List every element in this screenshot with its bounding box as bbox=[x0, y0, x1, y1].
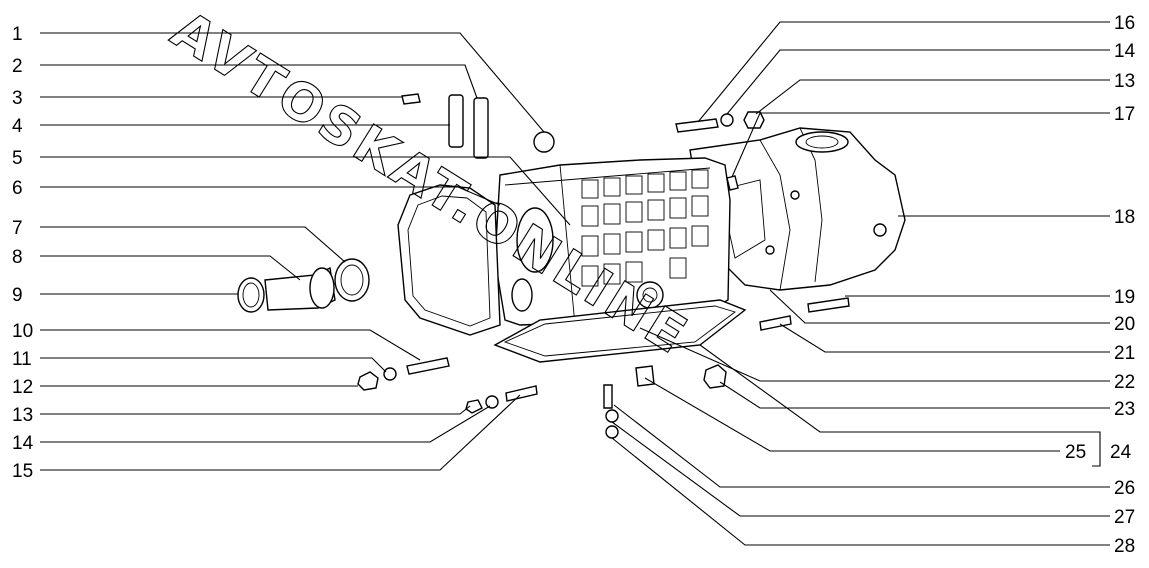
leader-lines bbox=[40, 21, 1110, 546]
callout-label: 4 bbox=[12, 116, 23, 137]
callout-label: 8 bbox=[12, 247, 23, 268]
callout-label: 2 bbox=[12, 56, 23, 77]
bearing-retainer-assembly bbox=[237, 258, 370, 313]
callout-label: 14 bbox=[1114, 41, 1136, 62]
callout-label: 26 bbox=[1114, 478, 1135, 499]
left-callouts: 1 2 3 4 5 6 7 8 9 10 11 12 13 14 15 bbox=[12, 24, 34, 482]
callout-label: 13 bbox=[1114, 71, 1135, 92]
callout-label: 7 bbox=[12, 218, 23, 239]
callout-label: 3 bbox=[12, 88, 23, 109]
callout-label: 15 bbox=[12, 461, 33, 482]
callout-label: 23 bbox=[1114, 399, 1135, 420]
callout-label: 11 bbox=[12, 349, 32, 370]
callout-label: 21 bbox=[1114, 343, 1135, 364]
gearbox-drawing bbox=[237, 93, 906, 439]
callout-label: 1 bbox=[12, 24, 23, 45]
callout-label: 17 bbox=[1114, 104, 1135, 125]
rear-extension-housing bbox=[689, 127, 906, 291]
callout-label: 14 bbox=[12, 433, 34, 454]
callout-label: 5 bbox=[12, 148, 23, 169]
callout-label: 24 bbox=[1110, 442, 1132, 463]
small-hardware bbox=[357, 93, 850, 439]
callout-label: 27 bbox=[1114, 507, 1135, 528]
callout-label: 9 bbox=[12, 285, 23, 306]
bracket-callout-label: 25 bbox=[1065, 442, 1086, 463]
callout-label: 18 bbox=[1114, 207, 1135, 228]
callout-label: 10 bbox=[12, 321, 33, 342]
callout-label: 16 bbox=[1114, 13, 1135, 34]
callout-label: 13 bbox=[12, 405, 33, 426]
callout-label: 22 bbox=[1114, 372, 1135, 393]
callout-label: 12 bbox=[12, 377, 33, 398]
callout-label: 20 bbox=[1114, 314, 1135, 335]
callout-label: 19 bbox=[1114, 287, 1135, 308]
right-callouts: 16 14 13 17 18 19 20 21 22 23 24 26 27 2… bbox=[1065, 13, 1136, 557]
callout-label: 28 bbox=[1114, 536, 1135, 557]
callout-label: 6 bbox=[12, 178, 23, 199]
